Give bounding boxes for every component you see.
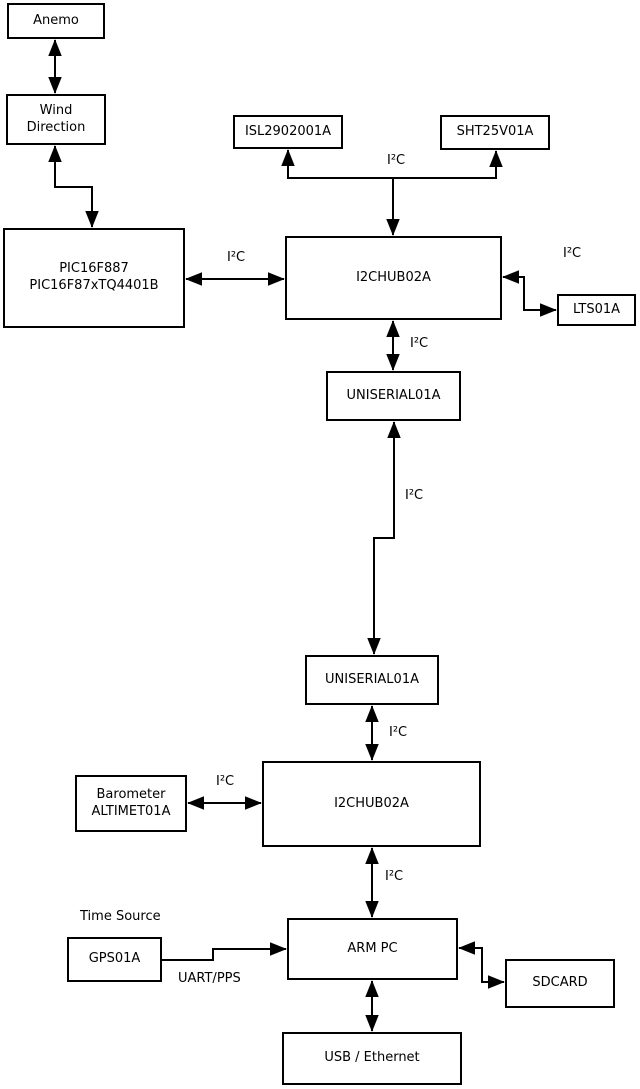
label-i2c-pic-hub1: I²C — [227, 250, 246, 265]
node-gps01a: GPS01A — [67, 937, 162, 982]
label-i2c-hub1-lts: I²C — [563, 246, 582, 261]
label-i2c-long-link: I²C — [405, 488, 424, 503]
label-i2c-hub2-armpc: I²C — [385, 869, 404, 884]
label-i2c-hub1-uniserial1: I²C — [410, 336, 429, 351]
node-anemo: Anemo — [7, 3, 105, 39]
node-arm-pc: ARM PC — [287, 918, 458, 980]
node-barometer-altimet01a: Barometer ALTIMET01A — [75, 775, 187, 832]
edge-isl-sht-branch — [281, 149, 503, 179]
node-isl2902001a: ISL2902001A — [233, 115, 343, 149]
label-uart-pps: UART/PPS — [178, 971, 241, 986]
node-usb-ethernet: USB / Ethernet — [282, 1032, 462, 1085]
edge-gps-armpc — [162, 942, 287, 961]
edge-wind-pic — [48, 145, 99, 228]
node-uniserial01a-lower: UNISERIAL01A — [305, 655, 439, 705]
edge-uniserial1-uniserial2 — [367, 421, 401, 655]
label-time-source: Time Source — [80, 909, 161, 924]
edge-armpc-sdcard — [458, 941, 505, 989]
node-wind-direction: Wind Direction — [6, 94, 106, 145]
edge-hub1-lts — [502, 270, 557, 317]
node-i2chub02a-upper: I2CHUB02A — [285, 236, 502, 320]
node-lts01a: LTS01A — [557, 294, 636, 326]
node-i2chub02a-lower: I2CHUB02A — [262, 761, 481, 847]
label-i2c-uniserial2-hub2: I²C — [389, 725, 408, 740]
label-i2c-sensors: I²C — [387, 153, 406, 168]
node-uniserial01a-upper: UNISERIAL01A — [326, 371, 461, 421]
node-sdcard: SDCARD — [505, 959, 615, 1008]
node-sht25v01a: SHT25V01A — [440, 115, 550, 150]
node-pic16f887: PIC16F887 PIC16F87xTQ4401B — [3, 228, 185, 328]
label-i2c-barometer-hub2: I²C — [216, 774, 235, 789]
